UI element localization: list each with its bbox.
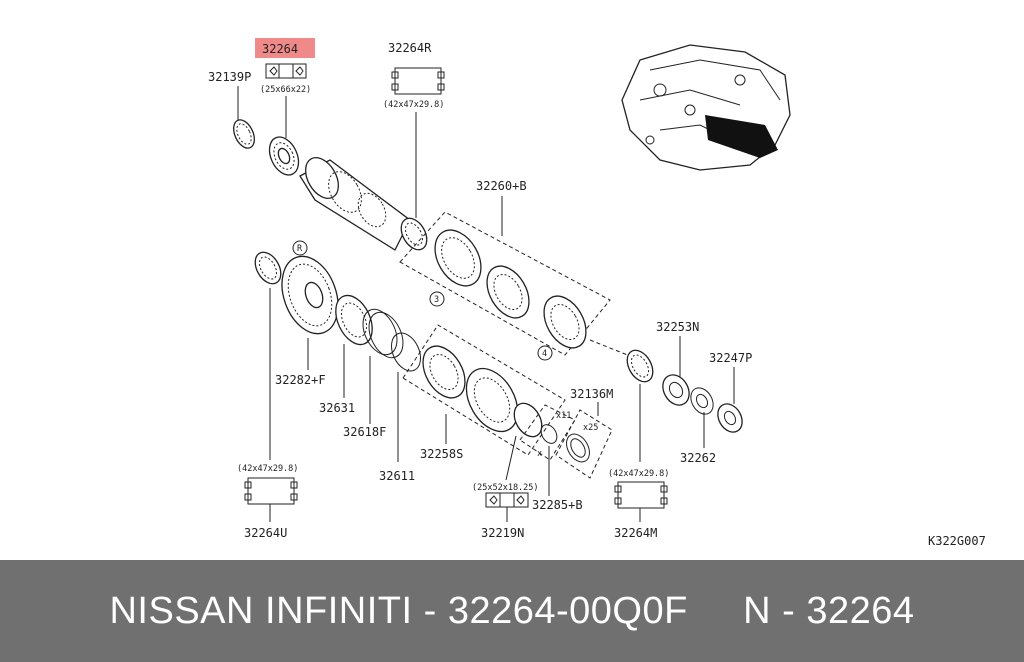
label-32611[interactable]: 32611: [379, 469, 415, 483]
label-32262[interactable]: 32262: [680, 451, 716, 465]
part-hub-32631: [335, 294, 373, 346]
bearing-symbol-32219N: [485, 492, 529, 508]
label-32264U[interactable]: 32264U: [244, 526, 287, 540]
label-32264[interactable]: 32264: [262, 42, 298, 56]
transmission-case-illustration: [621, 44, 791, 171]
part-gear-32282F: [281, 255, 339, 335]
part-synchro-32258S: [422, 345, 543, 438]
label-32253N[interactable]: 32253N: [656, 320, 699, 334]
dim-32219N: (25x52x18.25): [472, 483, 539, 493]
part-gear-set-32260B: [434, 229, 587, 349]
bearing-symbol-32264: [265, 63, 307, 79]
part-bearing-32264: [268, 136, 300, 176]
label-32136M[interactable]: 32136M: [570, 387, 613, 401]
part-needle-bearing-32264U: [254, 251, 282, 285]
label-32219N[interactable]: 32219N: [481, 526, 524, 540]
part-ring-32618F: [362, 308, 404, 359]
marker-4: 4: [542, 349, 547, 359]
label-32618F[interactable]: 32618F: [343, 425, 386, 439]
label-32264R[interactable]: 32264R: [388, 41, 432, 55]
bearing-symbol-32264R: [391, 67, 445, 95]
marker-R: R: [297, 244, 303, 254]
bearing-symbol-32264U: [244, 477, 298, 505]
label-32258S[interactable]: 32258S: [420, 447, 463, 461]
part-nut-32247P: [717, 403, 743, 433]
dim-32264: (25x66x22): [260, 85, 311, 95]
label-32264M[interactable]: 32264M: [614, 526, 657, 540]
marker-3: 3: [434, 295, 439, 305]
label-32282F[interactable]: 32282+F: [275, 373, 326, 387]
dim-32264U: (42x47x29.8): [237, 464, 298, 474]
part-shim-32285B: [540, 424, 558, 444]
part-shim-32136M: [566, 433, 590, 463]
parts-diagram: 32264 (25x66x22) 32139P 32264R (42x47x29…: [208, 38, 986, 548]
footer-bar: NISSAN INFINITI - 32264-00Q0F N - 32264: [0, 560, 1024, 662]
part-32139P: [233, 119, 255, 149]
part-32264-highlight[interactable]: [255, 38, 315, 58]
label-32139P[interactable]: 32139P: [208, 70, 251, 84]
bearing-symbol-32264M: [614, 481, 668, 509]
label-32260B[interactable]: 32260+B: [476, 179, 527, 193]
part-needle-bearing-32264M: [626, 349, 654, 383]
dim-x11: x11: [556, 411, 571, 421]
part-needle-bearing-32264R: [400, 217, 428, 251]
part-main-shaft: [299, 157, 411, 251]
part-snap-ring-32611: [390, 332, 422, 372]
part-collar-32253N: [662, 374, 690, 406]
label-32285B[interactable]: 32285+B: [532, 498, 583, 512]
label-32247P[interactable]: 32247P: [709, 351, 752, 365]
dim-x25: x25: [583, 423, 598, 433]
footer-title: NISSAN INFINITI - 32264-00Q0F N - 32264: [109, 589, 915, 632]
label-32631[interactable]: 32631: [319, 401, 355, 415]
dim-32264R: (42x47x29.8): [383, 100, 444, 110]
diagram-code: K322G007: [928, 534, 986, 548]
part-washer-32262: [690, 387, 714, 415]
dim-32264M: (42x47x29.8): [608, 469, 669, 479]
dim-x: x: [537, 449, 542, 459]
